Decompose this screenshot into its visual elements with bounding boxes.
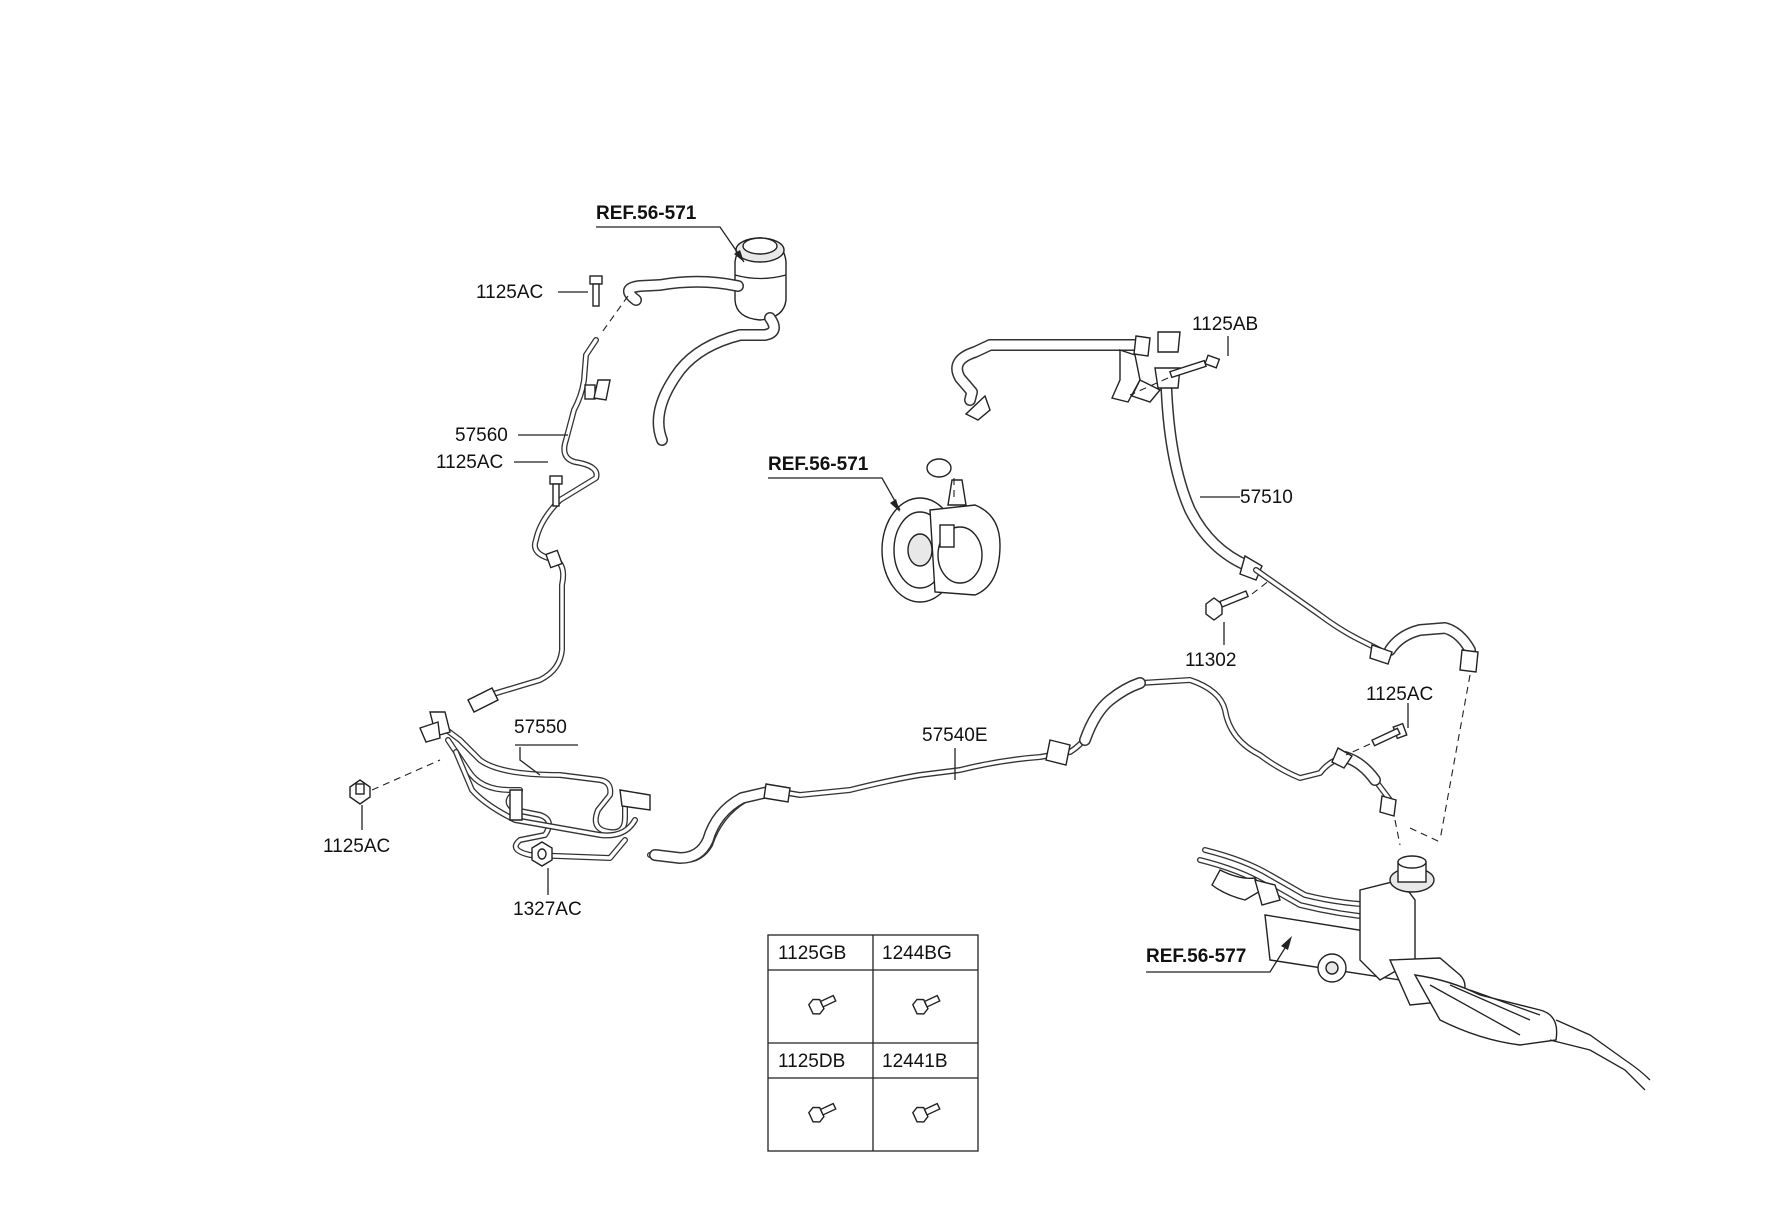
label-bolt-11302: 11302: [1185, 650, 1236, 671]
ref-pump-label: REF.56-571: [768, 454, 869, 475]
bolt-right: [1371, 722, 1408, 747]
bolt-icon-12441B: [912, 1102, 941, 1123]
label-cooler-57550: 57550: [514, 717, 567, 738]
label-bolt-top-left: 1125AC: [476, 282, 543, 303]
bolt-lower-left: [349, 779, 371, 805]
return-tube-57540E: [647, 677, 1397, 864]
power-steering-pump: [881, 458, 1001, 603]
reservoir-return-hose: [652, 312, 780, 446]
bolt-mid-left: [549, 475, 563, 507]
table-cell-1125GB: 1125GB: [778, 943, 846, 964]
nut-1327AC: [531, 841, 553, 867]
table-cell-1244BG: 1244BG: [882, 943, 952, 964]
ref-gear-label: REF.56-577: [1146, 946, 1246, 967]
label-nut-1327AC: 1327AC: [513, 899, 582, 920]
label-tube-57540E: 57540E: [922, 725, 988, 746]
bolt-icon-1125DB: [808, 1102, 837, 1123]
reservoir-feed-hose: [623, 275, 744, 306]
table-cell-12441B: 12441B: [882, 1051, 948, 1072]
label-bolt-lower-left: 1125AC: [323, 836, 390, 857]
reservoir: [734, 237, 787, 321]
bolt-icon-1125GB: [808, 994, 837, 1015]
table-cell-1125DB: 1125DB: [778, 1051, 845, 1072]
pressure-hose-pump: [951, 331, 1181, 421]
bolt-11302: [1205, 590, 1250, 621]
label-bolt-mid-left: 1125AC: [436, 452, 503, 473]
steering-gear: [1197, 847, 1651, 1091]
ref-reservoir-label: REF.56-571: [596, 203, 697, 224]
label-bolt-right: 1125AC: [1366, 684, 1433, 705]
pressure-hose-57510: [1154, 367, 1479, 673]
label-hose-57510: 57510: [1240, 487, 1293, 508]
fastener-table: 1125GB 1244BG 1125DB 12441B: [767, 934, 979, 1152]
return-hose-57560: [467, 337, 611, 713]
bolt-icon-1244BG: [912, 994, 941, 1015]
upper-bracket: [1111, 349, 1162, 403]
label-hose-57560: 57560: [455, 425, 508, 446]
bolt-top-left: [589, 275, 603, 307]
label-bolt-top-right: 1125AB: [1192, 314, 1258, 335]
bolt-top-right: [1169, 354, 1221, 379]
oil-cooler-57550: [419, 711, 651, 861]
